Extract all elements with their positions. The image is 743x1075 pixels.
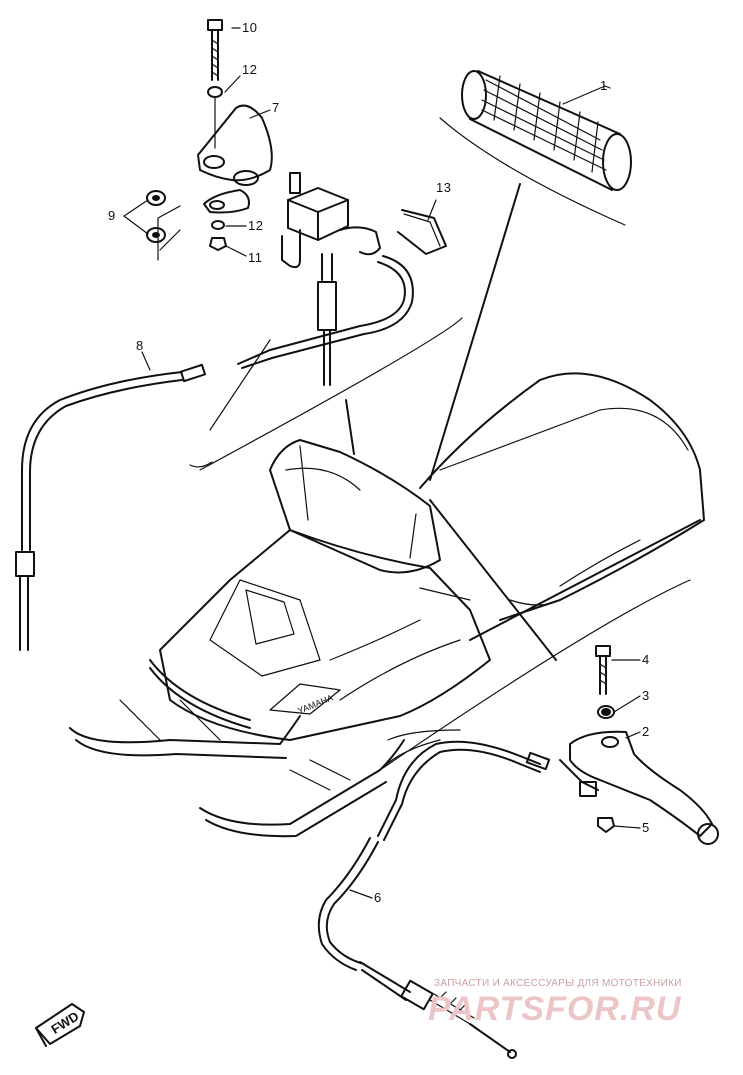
callout-9: 9 xyxy=(108,208,116,223)
callout-12-upper: 12 xyxy=(242,62,258,77)
callout-4: 4 xyxy=(642,652,650,667)
callout-8: 8 xyxy=(136,338,144,353)
brake-lever-assembly xyxy=(559,645,719,845)
callout-12-lower: 12 xyxy=(248,218,264,233)
callout-3: 3 xyxy=(642,688,650,703)
hood-brand-text: YAMAHA xyxy=(296,693,334,716)
grip-part-1 xyxy=(439,70,632,226)
callout-10: 10 xyxy=(242,20,258,35)
watermark-logo: PARTSFOR.RU xyxy=(428,990,682,1028)
brake-cable-part-6 xyxy=(317,729,551,1059)
callout-5: 5 xyxy=(642,820,650,835)
callout-11: 11 xyxy=(248,250,263,265)
fwd-label: FWD xyxy=(48,1009,81,1037)
callout-7: 7 xyxy=(272,100,280,115)
callout-1: 1 xyxy=(600,78,608,93)
callout-2: 2 xyxy=(642,724,650,739)
callout-13: 13 xyxy=(436,180,452,195)
callout-6: 6 xyxy=(374,890,382,905)
throttle-housing xyxy=(146,19,381,386)
throttle-cable-part-8 xyxy=(15,255,414,651)
leader-lines xyxy=(123,27,691,899)
watermark-tagline: ЗАПЧАСТИ И АКСЕССУАРЫ ДЛЯ МОТОТЕХНИКИ xyxy=(434,978,682,989)
snowmobile-body xyxy=(69,372,705,838)
fwd-arrow xyxy=(35,1003,85,1047)
clip-part-13 xyxy=(397,209,447,255)
